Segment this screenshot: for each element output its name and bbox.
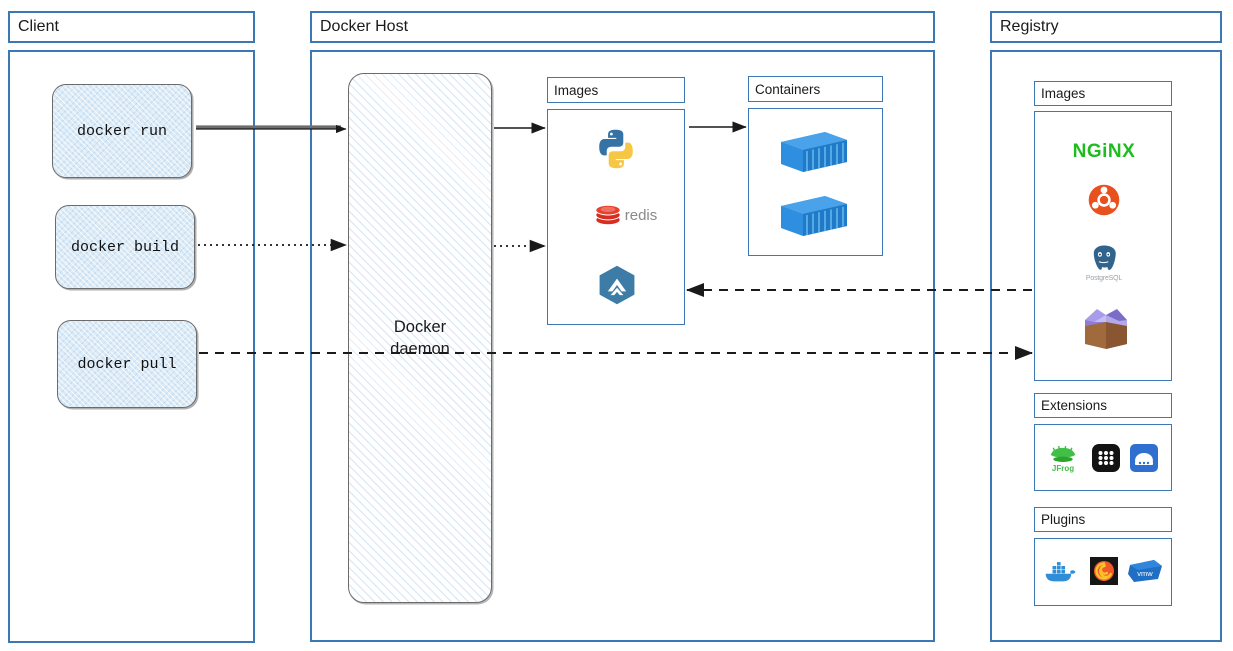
group-title-plugins: Plugins — [1034, 507, 1172, 532]
docker-daemon-label: Docker daemon — [390, 317, 450, 358]
command-box-docker-build[interactable]: docker build — [55, 205, 195, 289]
grafana-logo-icon — [1089, 556, 1119, 586]
connector-docker-run-to-daemon — [196, 124, 347, 134]
nginx-logo-icon: NGiNX — [1063, 138, 1145, 166]
group-title-label: Plugins — [1041, 512, 1086, 527]
command-label: docker pull — [77, 355, 177, 373]
command-box-docker-pull[interactable]: docker pull — [57, 320, 197, 408]
svg-text:vmw: vmw — [1137, 569, 1153, 578]
group-title-host-images: Images — [547, 77, 685, 103]
mattermost-hexagon-icon — [594, 262, 640, 308]
panel-title-docker-host-label: Docker Host — [320, 18, 409, 35]
vmware-logo-icon: vmw — [1126, 556, 1164, 586]
group-title-extensions: Extensions — [1034, 393, 1172, 418]
postgresql-logo-icon: PostgreSQL — [1080, 238, 1128, 286]
command-label: docker build — [70, 238, 180, 256]
python-logo-icon — [592, 125, 640, 173]
group-title-label: Containers — [755, 81, 821, 97]
panel-title-client: Client — [8, 11, 255, 43]
open-box-icon — [1078, 300, 1134, 352]
panel-title-docker-host: Docker Host — [310, 11, 935, 43]
group-title-registry-images: Images — [1034, 81, 1172, 106]
group-title-label: Images — [554, 82, 599, 98]
panel-title-registry: Registry — [990, 11, 1222, 43]
group-title-containers: Containers — [748, 76, 883, 102]
group-title-label: Extensions — [1041, 398, 1108, 413]
jfrog-logo-icon: JFrog — [1046, 441, 1080, 475]
jfrog-logo-text: JFrog — [1051, 463, 1075, 473]
command-label: docker run — [76, 122, 167, 140]
docker-whale-icon — [1043, 556, 1079, 588]
panel-title-client-label: Client — [18, 18, 59, 35]
redis-logo-icon: redis — [585, 200, 667, 230]
group-title-label: Images — [1041, 86, 1086, 101]
panel-title-registry-label: Registry — [1000, 18, 1059, 35]
blue-storage-app-icon — [1129, 443, 1159, 473]
shipping-container-icon — [775, 124, 853, 178]
redis-logo-text: redis — [624, 206, 658, 224]
docker-daemon-box[interactable]: Docker daemon — [348, 73, 492, 603]
command-box-docker-run[interactable]: docker run — [52, 84, 192, 178]
ubuntu-logo-icon — [1086, 182, 1122, 218]
nginx-logo-text: NGiNX — [1072, 141, 1136, 162]
postgresql-logo-text: PostgreSQL — [1085, 274, 1123, 282]
dot-grid-app-icon — [1091, 443, 1121, 473]
shipping-container-icon — [775, 188, 853, 242]
